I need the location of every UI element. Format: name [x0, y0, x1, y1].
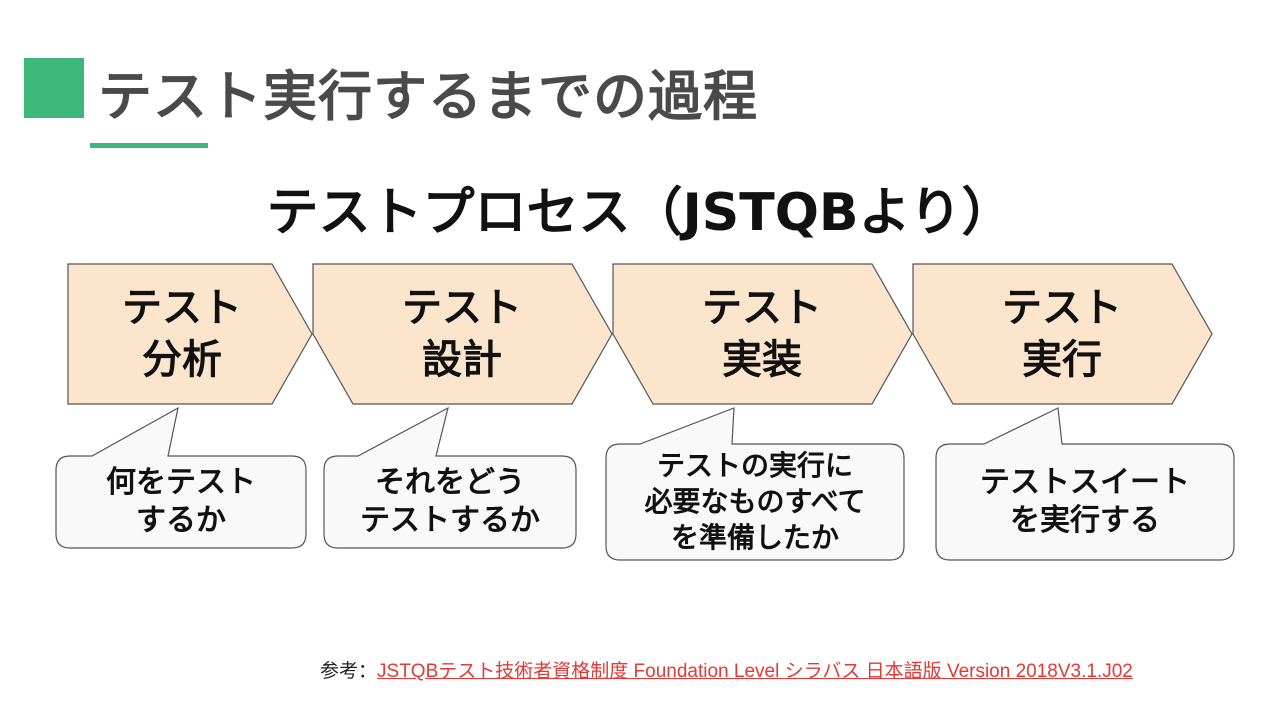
title-marker	[24, 58, 84, 118]
callout-text-design: それをどう テストするか	[360, 465, 540, 538]
callout-design	[323, 406, 577, 549]
title-underline	[90, 143, 208, 148]
callout-implementation	[605, 407, 905, 561]
reference-note: 参考：JSTQBテスト技術者資格制度 Foundation Level シラバス…	[320, 656, 1133, 683]
callout-analysis	[55, 406, 307, 549]
step-chevron-analysis	[67, 263, 313, 405]
callout-text-analysis: 何をテスト するか	[106, 465, 256, 538]
reference-prefix: 参考：	[320, 661, 378, 682]
step-label-execution: テスト 実行	[1002, 285, 1122, 383]
step-chevron-design	[312, 263, 613, 405]
slide-title: テスト実行するまでの過程	[98, 65, 758, 128]
step-chevron-execution	[912, 263, 1213, 405]
callout-text-execution: テストスイート を実行する	[980, 465, 1190, 538]
callout-execution	[935, 407, 1235, 561]
process-heading: テストプロセス（JSTQBより）	[266, 183, 1014, 243]
step-chevron-implementation	[612, 263, 913, 405]
reference-link[interactable]: JSTQBテスト技術者資格制度 Foundation Level シラバス 日本…	[377, 661, 1133, 682]
step-label-design: テスト 設計	[402, 285, 522, 383]
step-label-analysis: テスト 分析	[122, 285, 242, 383]
step-label-implementation: テスト 実装	[702, 285, 822, 383]
callout-text-implementation: テストの実行に 必要なものすべて を準備したか	[644, 449, 866, 554]
